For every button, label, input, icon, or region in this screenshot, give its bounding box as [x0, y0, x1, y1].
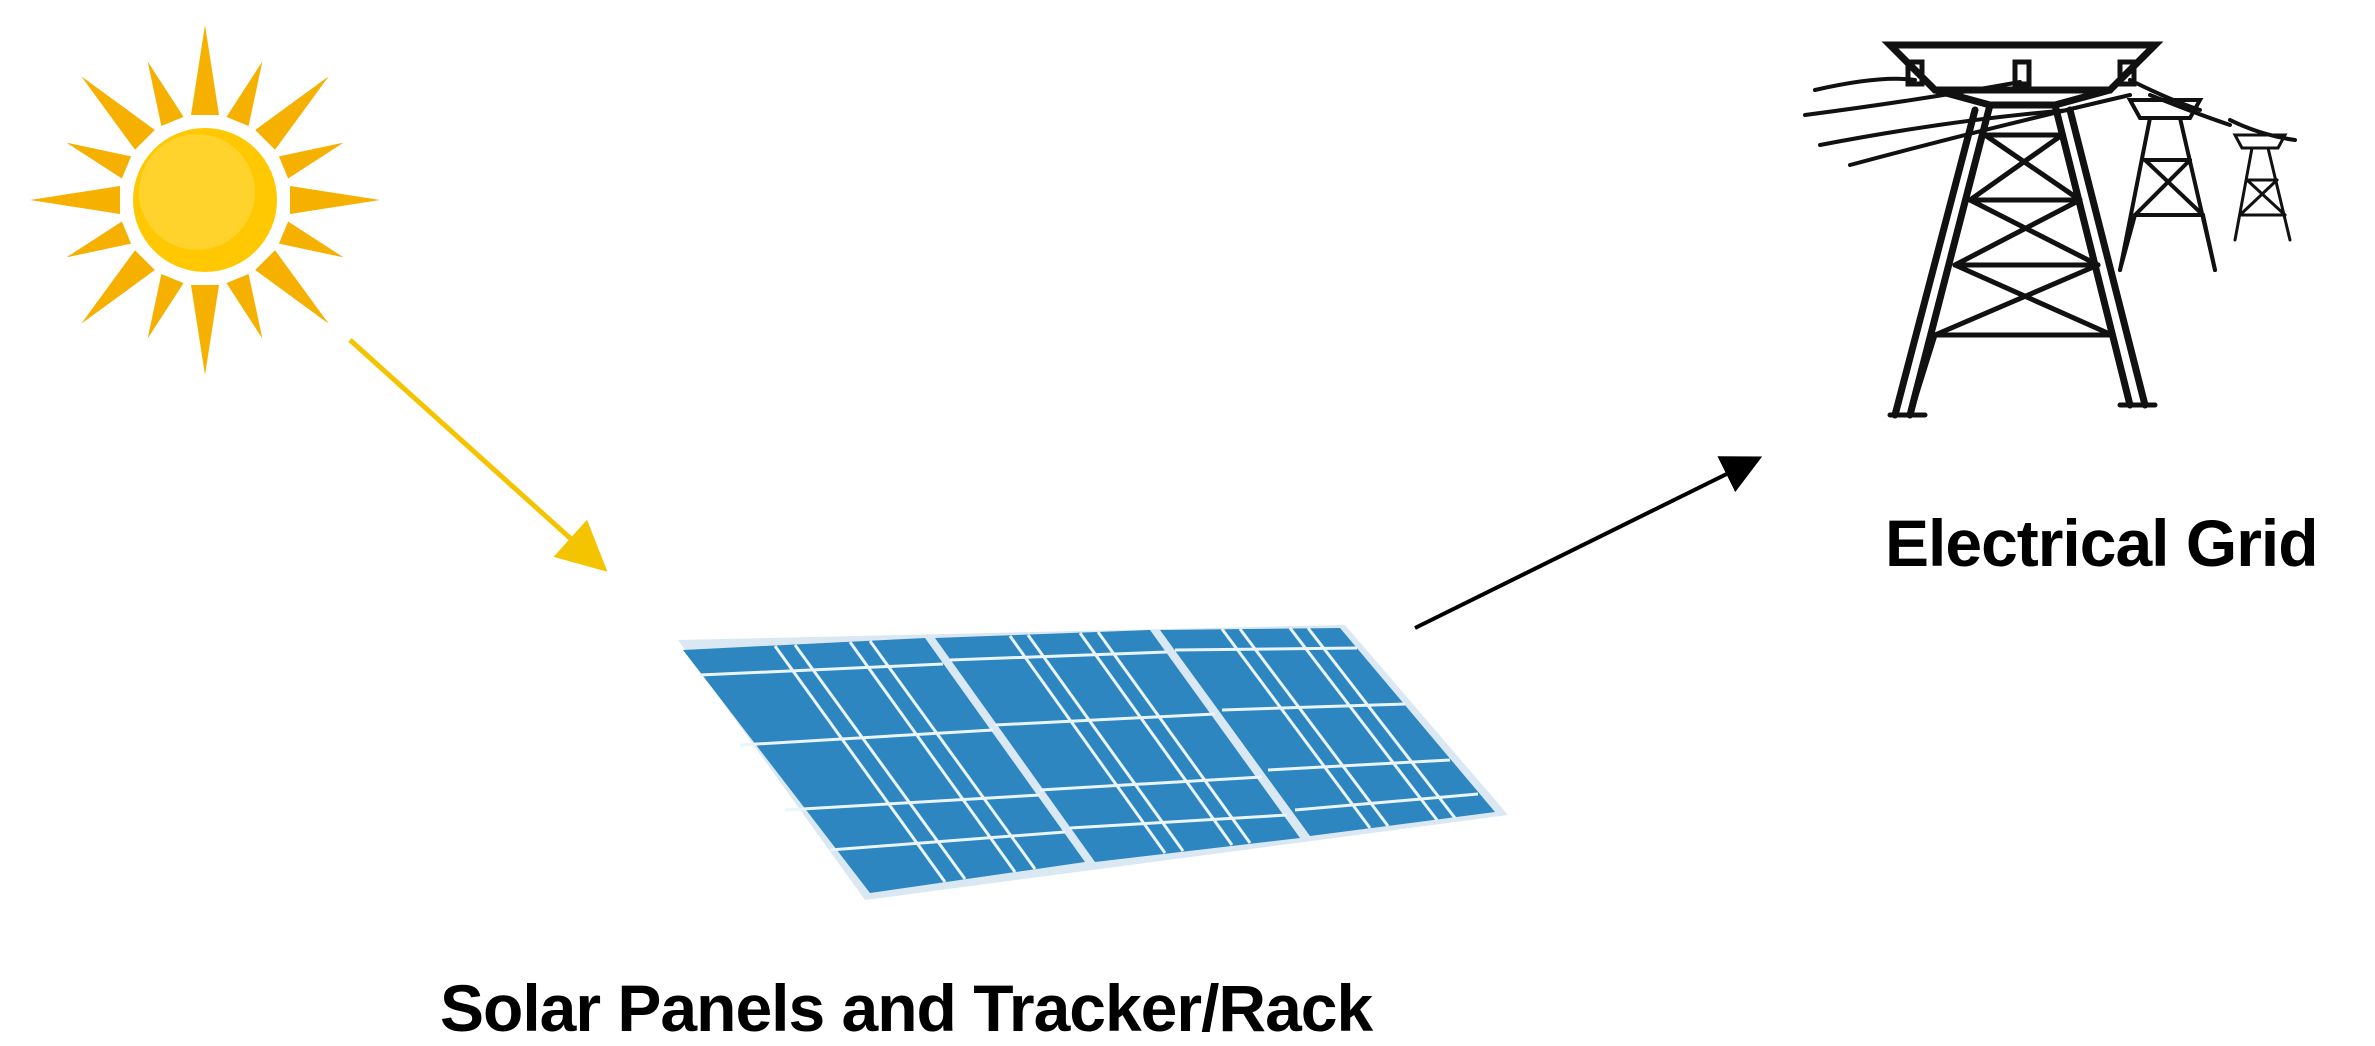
power-output-arrow — [1414, 456, 1763, 630]
solar-panel-icon — [678, 625, 1508, 900]
sunlight-arrow — [348, 338, 608, 572]
transmission-tower-icon — [1803, 41, 2297, 419]
sun-icon — [30, 25, 380, 375]
solar-panels-label: Solar Panels and Tracker/Rack — [440, 971, 1373, 1045]
electrical-grid-label: Electrical Grid — [1885, 506, 2319, 580]
